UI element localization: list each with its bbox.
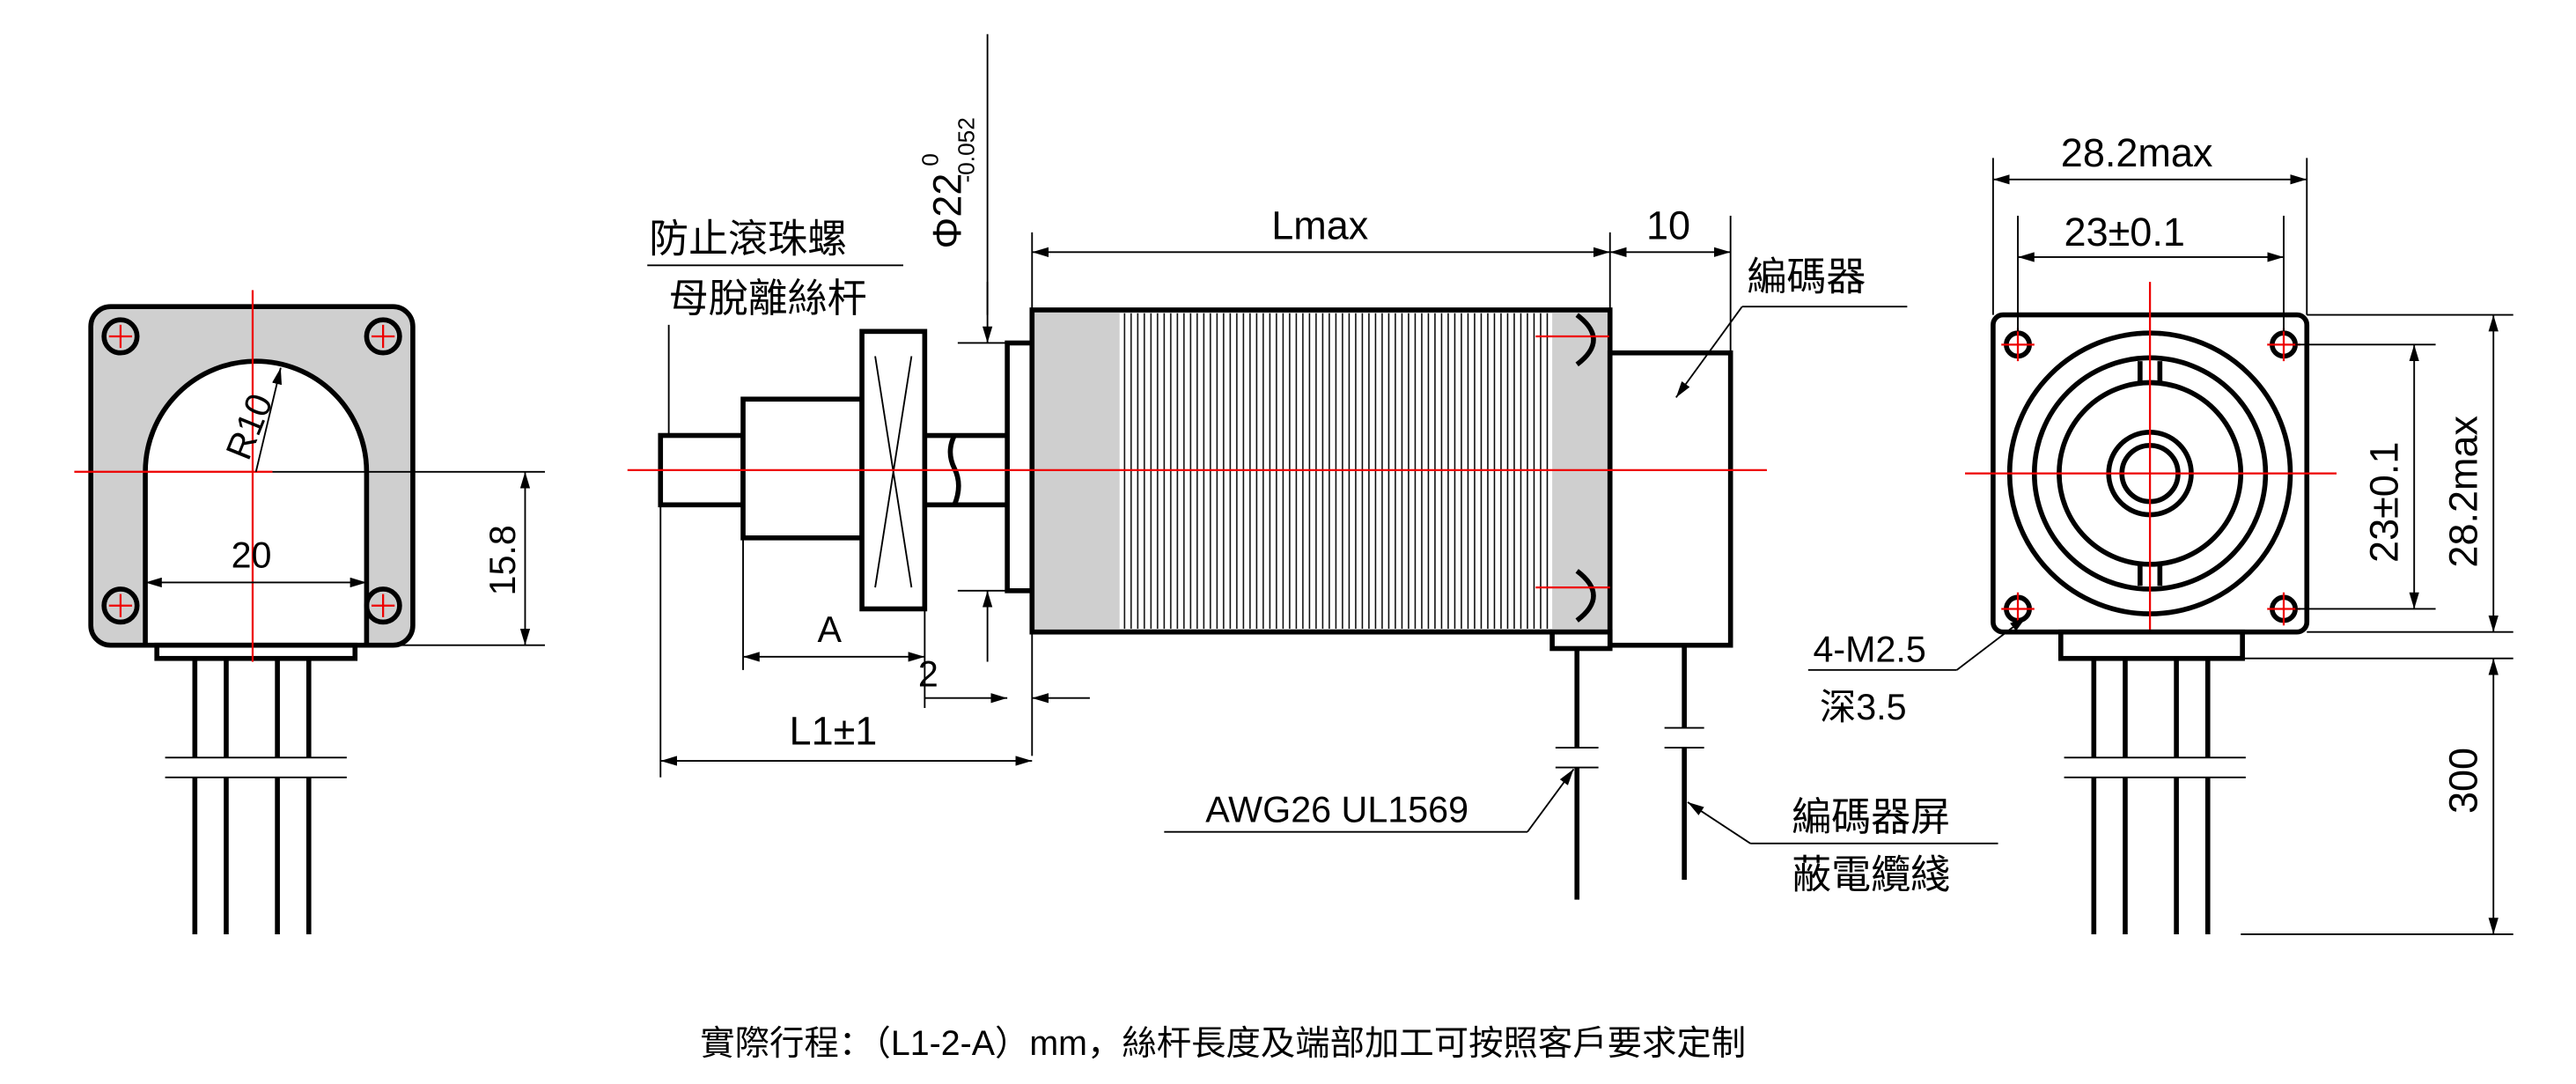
encoder-label: 編碼器: [1747, 254, 1866, 299]
screw-spec-label: 4-M2.5: [1813, 629, 1925, 669]
dim-a-label: A: [817, 609, 842, 650]
screw-icon: [101, 317, 402, 625]
hole-spacing-height-label: 23±0.1: [2361, 442, 2406, 563]
dim-2-label: 2: [918, 654, 938, 695]
lmax-label: Lmax: [1271, 203, 1369, 247]
lead-wires: [165, 658, 347, 934]
shield-cable-label-line1: 編碼器屏: [1792, 794, 1950, 839]
nut-note-line1: 防止滾珠螺: [649, 216, 847, 261]
diameter-dimension: Φ22 0 -0.052: [916, 117, 979, 248]
end-view-rear: 28.2max 23±0.1 23±0.1 28.2max 300 4-M2.5…: [1807, 130, 2513, 935]
width-label: 20: [232, 535, 272, 576]
end-view-front: R10 20 15.8: [74, 290, 545, 934]
overall-height-label: 28.2max: [2440, 415, 2485, 567]
svg-text:-0.052: -0.052: [953, 117, 980, 182]
nut-note-line2: 母脫離絲杆: [669, 276, 867, 321]
lead-length-label: 300: [2440, 748, 2485, 814]
hole-spacing-width-label: 23±0.1: [2064, 210, 2185, 254]
svg-text:0: 0: [916, 153, 943, 166]
overall-width-label: 28.2max: [2061, 130, 2213, 175]
wire-spec-label: AWG26 UL1569: [1205, 789, 1468, 830]
encoder-length-label: 10: [1646, 203, 1690, 247]
height-label: 15.8: [482, 525, 523, 595]
side-view: Φ22 0 -0.052 防止滾珠螺 母脫離絲杆 Lmax 10 編碼器 A 2…: [627, 33, 1998, 900]
footer-note: 實際行程：（L1-2-A）mm，絲杆長度及端部加工可按照客戶要求定制: [700, 1024, 1746, 1063]
shield-cable-label-line2: 蔽電纜綫: [1792, 852, 1950, 896]
screw-depth-label: 深3.5: [1820, 687, 1907, 727]
dim-l1-label: L1±1: [790, 708, 878, 753]
svg-text:Φ22: Φ22: [925, 173, 970, 249]
